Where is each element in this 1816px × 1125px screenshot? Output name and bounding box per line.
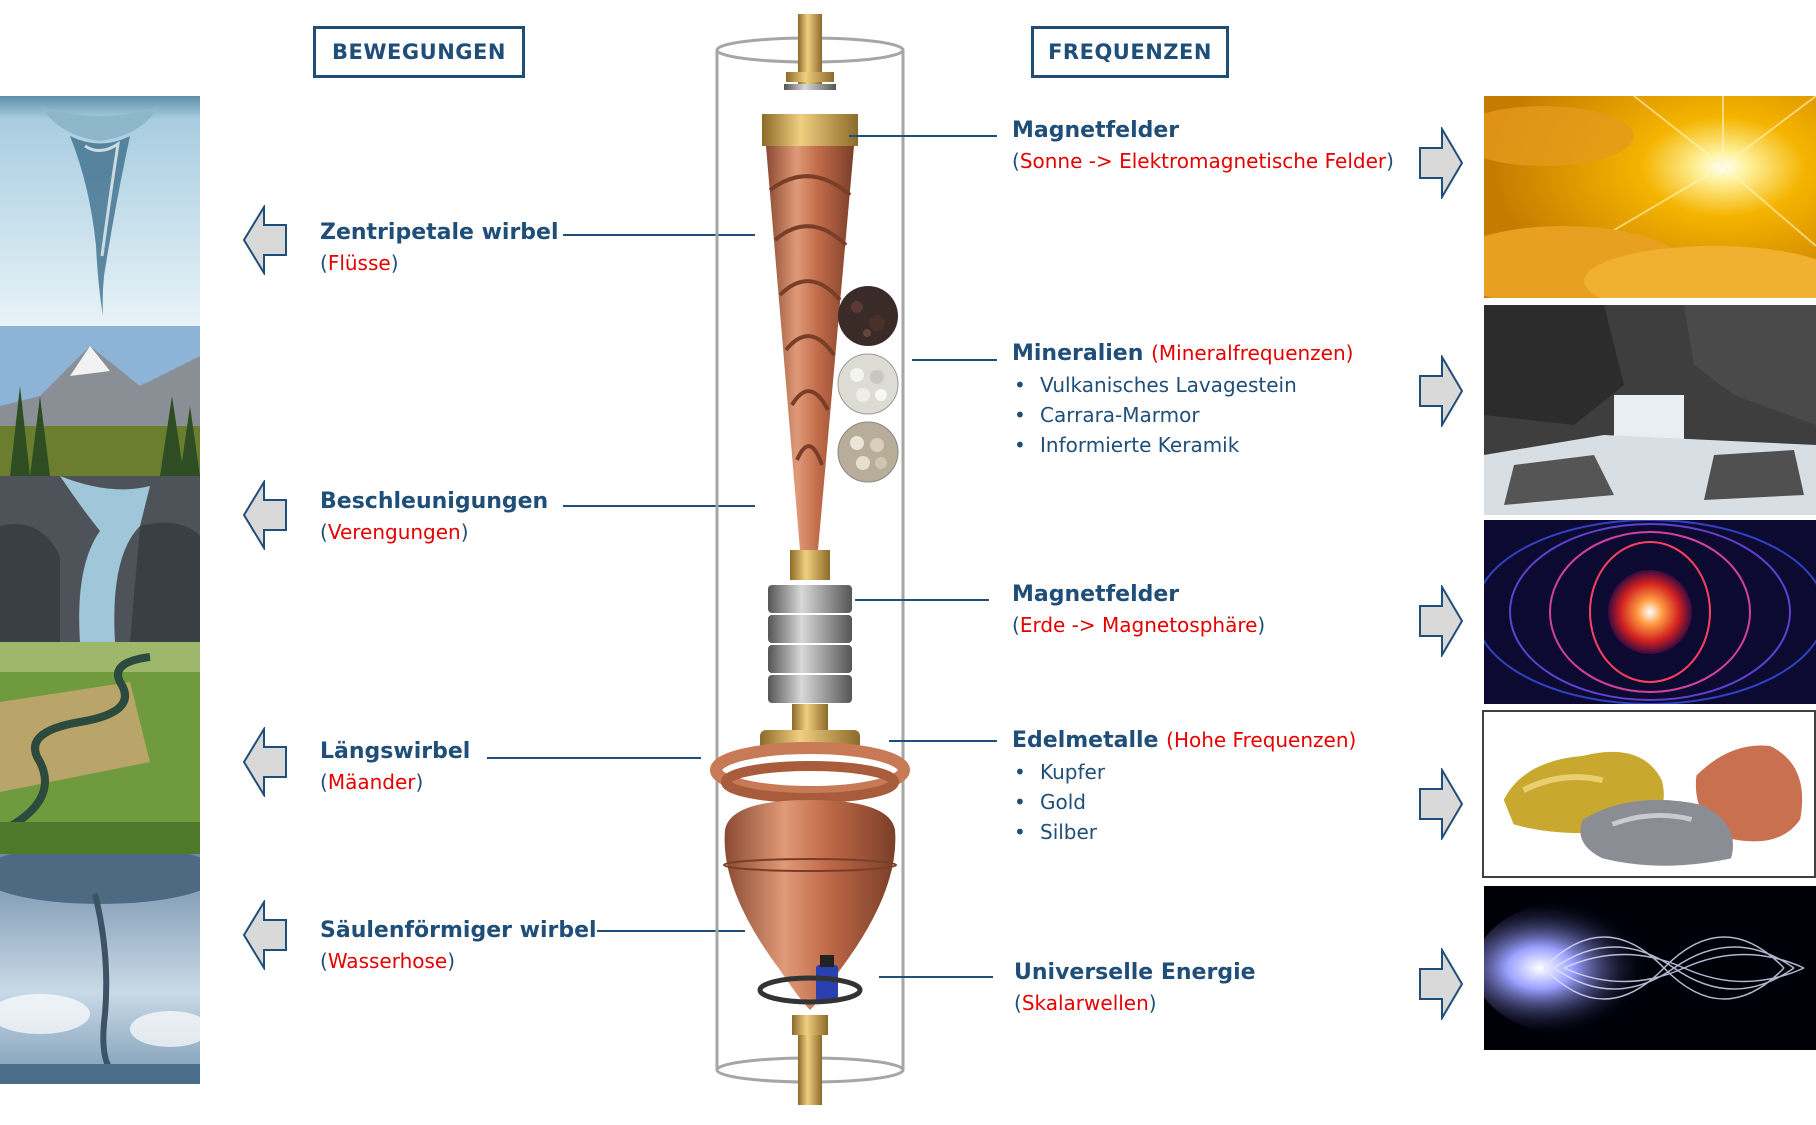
connector-line: [487, 757, 701, 759]
left-arrow-icon: [242, 725, 288, 799]
right-arrow-icon: [1418, 766, 1464, 842]
list-item: Kupfer: [1014, 757, 1356, 787]
label-subtitle: (Sonne -> Elektromagnetische Felder): [1012, 149, 1394, 173]
connector-line: [849, 135, 997, 137]
label-subtitle: (Skalarwellen): [1014, 991, 1157, 1015]
label-title: Mineralien (Mineralfrequenzen): [1012, 341, 1353, 366]
right-arrow-icon: [1418, 583, 1464, 659]
label-title-extra-text: Hohe Frequenzen: [1173, 728, 1349, 752]
label-subtitle: (Verengungen): [320, 520, 469, 544]
label-title-text: Edelmetalle: [1012, 728, 1159, 753]
connector-line: [855, 599, 989, 601]
right-arrow-icon: [1418, 353, 1464, 429]
label-title: Edelmetalle (Hohe Frequenzen): [1012, 728, 1356, 753]
precious-metals-image: [1482, 710, 1816, 878]
label-title-extra: (Mineralfrequenzen): [1151, 341, 1354, 365]
label-beschleunigungen: Beschleunigungen (Verengungen): [320, 489, 548, 544]
label-subtitle: (Erde -> Magnetosphäre): [1012, 613, 1266, 637]
rocky-waterfall-image: [1484, 305, 1816, 515]
list-item: Gold: [1014, 787, 1356, 817]
label-title: Säulenförmiger wirbel: [320, 918, 597, 943]
label-subtitle: (Mäander): [320, 770, 424, 794]
label-subtitle-text: Erde -> Magnetosphäre: [1019, 613, 1258, 637]
label-subtitle-text: Verengungen: [327, 520, 461, 544]
label-title: Beschleunigungen: [320, 489, 549, 514]
label-subtitle-text: Sonne -> Elektromagnetische Felder: [1019, 149, 1387, 173]
label-zentripetale-wirbel: Zentripetale wirbel (Flüsse): [320, 220, 559, 275]
connector-line: [912, 359, 997, 361]
right-arrow-icon: [1418, 125, 1464, 201]
connector-line: [889, 740, 997, 742]
header-frequenzen: FREQUENZEN: [1031, 26, 1229, 78]
list-item: Carrara-Marmor: [1014, 400, 1353, 430]
label-universelle-energie: Universelle Energie (Skalarwellen): [1014, 960, 1256, 1015]
label-subtitle-text: Skalarwellen: [1021, 991, 1149, 1015]
sun-clouds-image: [1484, 96, 1816, 298]
left-arrow-icon: [242, 478, 288, 552]
list-item: Silber: [1014, 817, 1356, 847]
list-item: Vulkanisches Lavagestein: [1014, 370, 1353, 400]
connector-line: [879, 976, 993, 978]
metal-list: Kupfer Gold Silber: [1012, 757, 1356, 847]
left-arrow-icon: [242, 898, 288, 972]
waterspout-image: [0, 854, 200, 1084]
ceramic-stone-icon: [837, 421, 899, 483]
earth-magnetosphere-image: [1484, 520, 1816, 704]
label-title: Zentripetale wirbel: [320, 220, 559, 245]
label-title-text: Mineralien: [1012, 341, 1144, 366]
label-title: Magnetfelder: [1012, 582, 1180, 607]
label-subtitle-text: Wasserhose: [327, 949, 448, 973]
label-mineralien: Mineralien (Mineralfrequenzen) Vulkanisc…: [1012, 341, 1353, 460]
label-laengswirbel: Längswirbel (Mäander): [320, 739, 470, 794]
meander-river-image: [0, 642, 200, 854]
connector-line: [597, 930, 745, 932]
lava-stone-icon: [837, 285, 899, 347]
label-subtitle-text: Flüsse: [327, 251, 391, 275]
label-title-extra-text: Mineralfrequenzen: [1158, 341, 1346, 365]
label-edelmetalle: Edelmetalle (Hohe Frequenzen) Kupfer Gol…: [1012, 728, 1356, 847]
label-subtitle: (Flüsse): [320, 251, 399, 275]
whirlpool-vortex-image: [0, 96, 200, 326]
label-title: Magnetfelder: [1012, 118, 1180, 143]
mineral-list: Vulkanisches Lavagestein Carrara-Marmor …: [1012, 370, 1353, 460]
vortex-device-illustration: [700, 10, 920, 1110]
connector-line: [563, 234, 755, 236]
right-arrow-icon: [1418, 946, 1464, 1022]
marble-stone-icon: [837, 353, 899, 415]
mountain-river-image: [0, 326, 200, 642]
label-saeulenfoermiger-wirbel: Säulenförmiger wirbel (Wasserhose): [320, 918, 597, 973]
connector-line: [563, 505, 755, 507]
left-arrow-icon: [242, 203, 288, 277]
list-item: Informierte Keramik: [1014, 430, 1353, 460]
label-title: Längswirbel: [320, 739, 471, 764]
label-subtitle-text: Mäander: [327, 770, 416, 794]
label-magnetfelder-erde: Magnetfelder (Erde -> Magnetosphäre): [1012, 582, 1265, 637]
scalar-waves-image: [1484, 886, 1816, 1050]
label-magnetfelder-sonne: Magnetfelder (Sonne -> Elektromagnetisch…: [1012, 118, 1394, 173]
label-subtitle: (Wasserhose): [320, 949, 456, 973]
label-title: Universelle Energie: [1014, 960, 1256, 985]
header-bewegungen: BEWEGUNGEN: [313, 26, 525, 78]
label-title-extra: (Hohe Frequenzen): [1166, 728, 1357, 752]
